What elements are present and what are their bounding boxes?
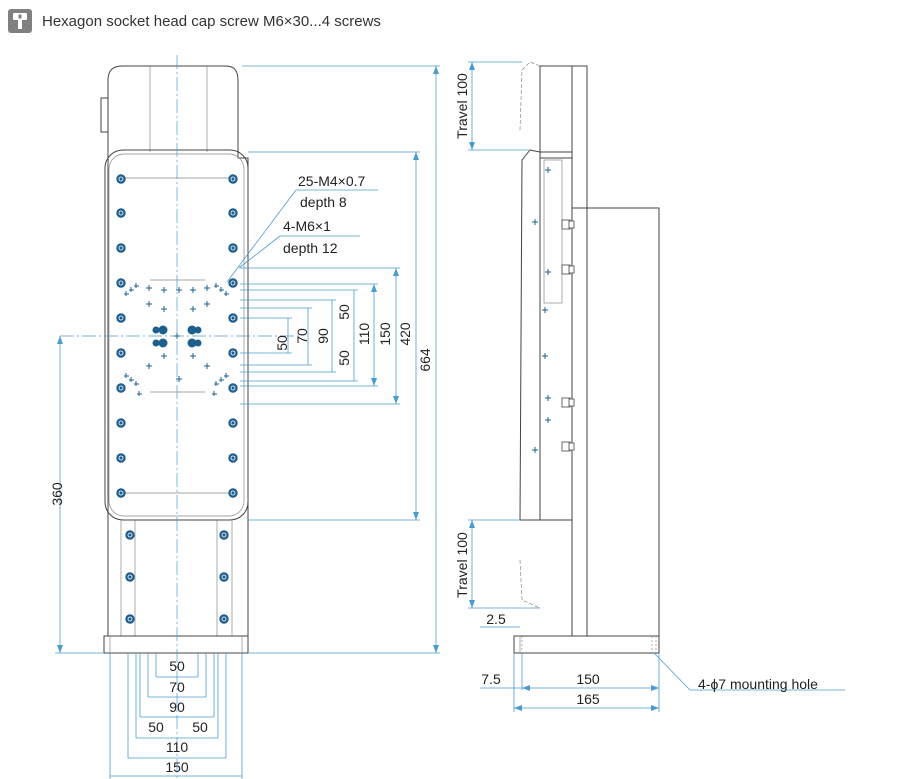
callout-m6: 4-M6×1 xyxy=(283,218,331,234)
vertical-dimension-lines xyxy=(55,65,440,654)
vertical-dimension-labels: 50 70 90 50 50 110 150 420 664 360 xyxy=(49,304,433,506)
dim-90: 90 xyxy=(315,328,331,344)
callout-m4-depth: depth 8 xyxy=(300,194,347,210)
dim-w50: 50 xyxy=(169,658,185,674)
callout-leaders xyxy=(226,189,378,283)
offset-7-5-label: 7.5 xyxy=(481,671,501,687)
dim-110: 110 xyxy=(356,323,372,346)
width-150-label: 150 xyxy=(576,671,600,687)
dim-360: 360 xyxy=(49,482,65,506)
travel-top-label: Travel 100 xyxy=(454,73,470,139)
dim-w150: 150 xyxy=(165,759,189,775)
callout-m6-depth: depth 12 xyxy=(283,240,338,256)
side-view xyxy=(513,61,660,654)
dim-w50-left: 50 xyxy=(148,719,164,735)
offset-2-5-label: 2.5 xyxy=(486,611,506,627)
dim-50-lower: 50 xyxy=(336,350,352,366)
dim-w50-right: 50 xyxy=(192,719,208,735)
header-caption: Hexagon socket head cap screw M6×30...4 … xyxy=(42,12,381,30)
dim-50-upper: 50 xyxy=(336,304,352,320)
width-165-label: 165 xyxy=(576,691,600,707)
dim-w90: 90 xyxy=(169,699,185,715)
mounting-hole-label: 4-ϕ7 mounting hole xyxy=(698,676,818,692)
side-view-dimension-lines xyxy=(468,61,845,712)
front-view-holes xyxy=(116,174,238,624)
header: Hexagon socket head cap screw M6×30...4 … xyxy=(8,8,381,34)
bottom-dimension-labels: 50 70 90 50 50 110 150 xyxy=(148,658,208,775)
dim-w110: 110 xyxy=(166,739,189,755)
side-view-dimension-labels: Travel 100 Travel 100 2.5 7.5 150 165 4-… xyxy=(454,73,818,707)
dim-664: 664 xyxy=(417,348,433,372)
dim-50-inner: 50 xyxy=(274,335,290,351)
dim-70: 70 xyxy=(294,328,310,344)
dim-420: 420 xyxy=(397,322,413,346)
dim-w70: 70 xyxy=(169,679,185,695)
front-view xyxy=(60,55,300,779)
callout-m4: 25-M4×0.7 xyxy=(298,173,366,189)
travel-bottom-label: Travel 100 xyxy=(454,532,470,598)
hex-wrench-icon xyxy=(8,9,32,33)
dim-150: 150 xyxy=(377,322,393,346)
bottom-dimension-lines xyxy=(109,653,243,779)
